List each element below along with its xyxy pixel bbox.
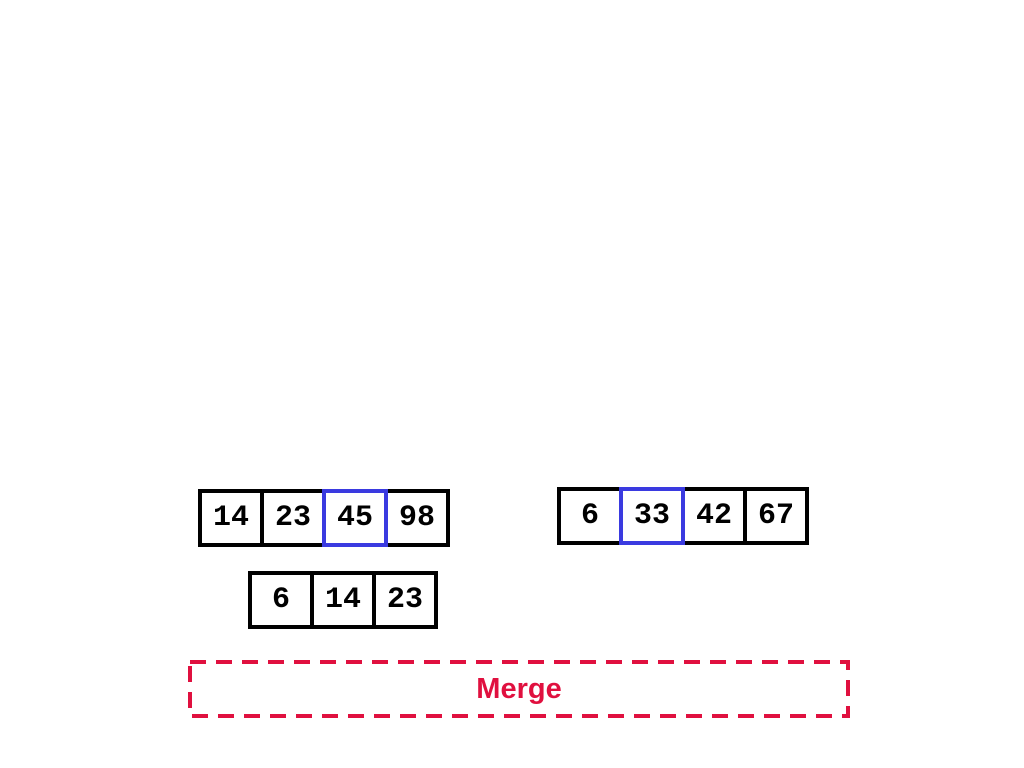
merged-array: 6 14 23 [248,571,438,629]
array-cell: 42 [681,487,747,545]
array-cell: 6 [557,487,623,545]
array-cell: 23 [260,489,326,547]
array-cell: 6 [248,571,314,629]
array-cell: 98 [384,489,450,547]
array-cell-pointer: 45 [322,489,388,547]
array-cell: 14 [198,489,264,547]
array-cell: 23 [372,571,438,629]
array-cell: 14 [310,571,376,629]
merge-dashed-border [188,660,850,718]
merge-button[interactable]: Merge [188,660,850,718]
array-cell: 67 [743,487,809,545]
merge-label: Merge [476,672,562,705]
right-subarray: 6 33 42 67 [557,487,809,545]
left-subarray: 14 23 45 98 [198,489,450,547]
array-cell-pointer: 33 [619,487,685,545]
